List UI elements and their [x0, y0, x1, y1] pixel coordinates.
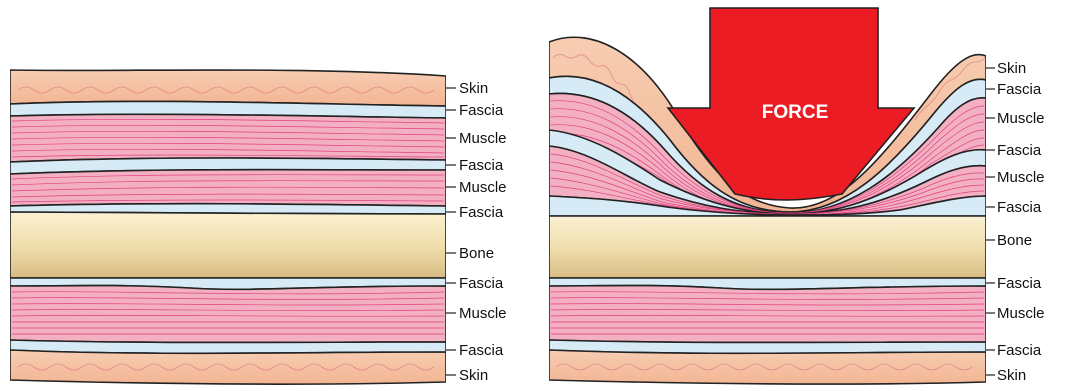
left-label-muscle-3: Muscle: [459, 305, 507, 322]
right-label-skin-top: Skin: [997, 60, 1026, 77]
left-labels: Skin Fascia Muscle Fascia Muscle Fascia …: [459, 80, 507, 384]
left-label-fascia-2: Fascia: [459, 157, 504, 174]
right-label-bone: Bone: [997, 232, 1032, 249]
right-bone-layer: [549, 216, 986, 278]
right-label-muscle-3: Muscle: [997, 305, 1045, 322]
right-skin-layer-bottom: [549, 350, 986, 384]
normal-tissue-cross-section: [10, 70, 446, 384]
right-label-fascia-3: Fascia: [997, 199, 1042, 216]
left-label-fascia-3: Fascia: [459, 204, 504, 221]
right-label-fascia-2: Fascia: [997, 142, 1042, 159]
right-label-fascia-5: Fascia: [997, 342, 1042, 359]
bone-layer: [10, 212, 446, 278]
force-label: FORCE: [762, 102, 829, 123]
left-label-fascia-4: Fascia: [459, 275, 504, 292]
right-label-fascia-1: Fascia: [997, 81, 1042, 98]
left-label-muscle-2: Muscle: [459, 179, 507, 196]
skin-layer-top: [10, 70, 446, 106]
left-label-fascia-5: Fascia: [459, 342, 504, 359]
right-label-muscle-2: Muscle: [997, 169, 1045, 186]
left-label-skin-bottom: Skin: [459, 367, 488, 384]
right-labels: Skin Fascia Muscle Fascia Muscle Fascia …: [997, 60, 1045, 384]
left-label-muscle-1: Muscle: [459, 130, 507, 147]
right-label-leaders: [986, 68, 995, 375]
right-label-skin-bottom: Skin: [997, 367, 1026, 384]
left-label-leaders: [446, 88, 456, 375]
right-label-muscle-1: Muscle: [997, 110, 1045, 127]
left-label-bone: Bone: [459, 245, 494, 262]
skin-layer-bottom: [10, 350, 446, 384]
left-label-skin-top: Skin: [459, 80, 488, 97]
left-label-fascia-1: Fascia: [459, 102, 504, 119]
right-label-fascia-4: Fascia: [997, 275, 1042, 292]
